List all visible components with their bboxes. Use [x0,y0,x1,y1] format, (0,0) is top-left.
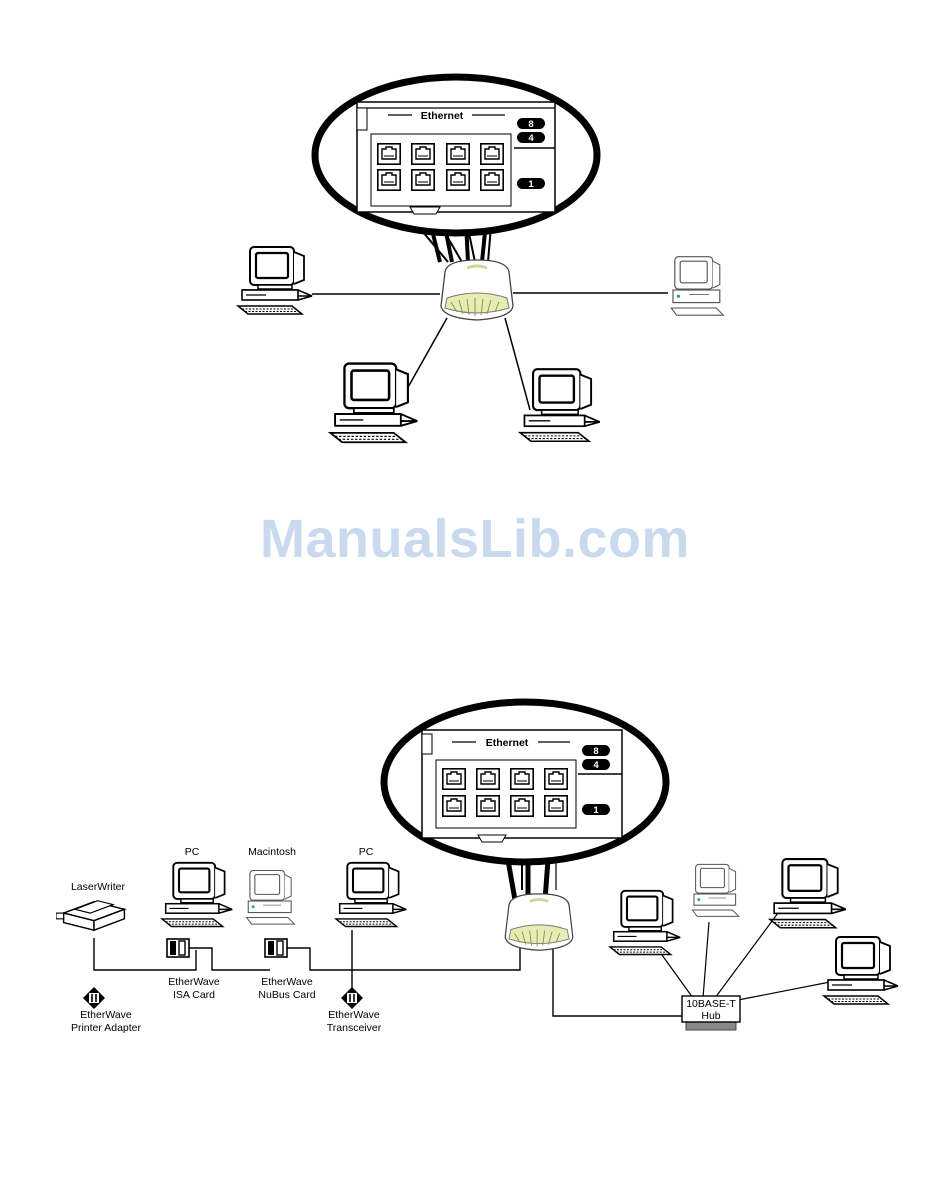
badge-label: 8 [593,746,598,757]
badge-label: 1 [593,805,599,816]
top-diagram: Ethernet 8 4 1 [238,77,723,442]
rj45-port-icon [545,796,567,816]
rj45-port-icon [412,144,434,164]
ethernet-panel: Ethernet 8 4 1 [422,730,622,842]
transceiver-icon [341,987,363,1009]
computer-icon [162,863,232,927]
badge-label: 8 [528,119,533,130]
computer-icon [520,369,600,441]
badge-label: 4 [528,133,534,144]
rj45-port-icon [477,769,499,789]
computer-icon [610,891,680,955]
rj45-port-icon [447,170,469,190]
printer-adapter-label-line1: EtherWave [80,1009,132,1021]
rj45-port-icon [378,170,400,190]
rj45-port-icon [477,796,499,816]
network-card-icon [167,939,189,957]
panel-title: Ethernet [486,737,529,749]
transceiver-label-line2: Transceiver [327,1022,382,1034]
macintosh-label: Macintosh [248,846,296,858]
network-cable [350,940,520,970]
rj45-port-icon [412,170,434,190]
isa-card-label-line2: ISA Card [173,989,215,1001]
printer-icon [56,901,124,930]
network-cable [284,948,350,970]
bottom-diagram: Ethernet 8 4 1 [56,702,898,1034]
rj45-port-icon [511,769,533,789]
rj45-port-icon [511,796,533,816]
pc-label: PC [359,846,374,858]
network-cable [553,945,683,1016]
transceiver-hub-icon [441,260,513,320]
10base-t-hub: 10BASE-T Hub [682,996,740,1030]
hub-label-line2: Hub [701,1010,720,1022]
isa-card-label-line1: EtherWave [168,976,220,988]
network-cable [662,955,693,998]
computer-icon [770,859,846,928]
printer-adapter-label-line2: Printer Adapter [71,1022,142,1034]
rj45-port-icon [443,769,465,789]
computer-icon [238,247,312,314]
pc-label: PC [185,846,200,858]
computer-icon [824,937,898,1004]
rj45-port-icon [481,144,503,164]
transceiver-label-line1: EtherWave [328,1009,380,1021]
rj45-port-icon [378,144,400,164]
rj45-port-icon [545,769,567,789]
badge-label: 1 [528,179,534,190]
link-line [505,318,530,410]
computer-icon [247,870,295,924]
network-cable [738,982,830,1000]
nubus-card-label-line1: EtherWave [261,976,313,988]
panel-title: Ethernet [421,110,464,122]
badge-label: 4 [593,760,599,771]
computer-icon [692,864,738,916]
network-cable [715,913,778,998]
rj45-port-icon [447,144,469,164]
computer-icon [330,364,417,443]
transceiver-hub-icon [505,894,573,950]
hub-label-line1: 10BASE-T [686,998,736,1010]
network-cable [186,948,270,970]
computer-icon [671,257,723,316]
ethernet-panel: Ethernet 8 4 1 [357,102,555,214]
network-card-icon [265,939,287,957]
rj45-port-icon [481,170,503,190]
rj45-port-icon [443,796,465,816]
computer-icon [336,863,406,927]
laserwriter-label: LaserWriter [71,881,126,893]
nubus-card-label-line2: NuBus Card [258,989,315,1001]
network-cable [703,922,709,998]
printer-adapter-icon [83,987,105,1009]
